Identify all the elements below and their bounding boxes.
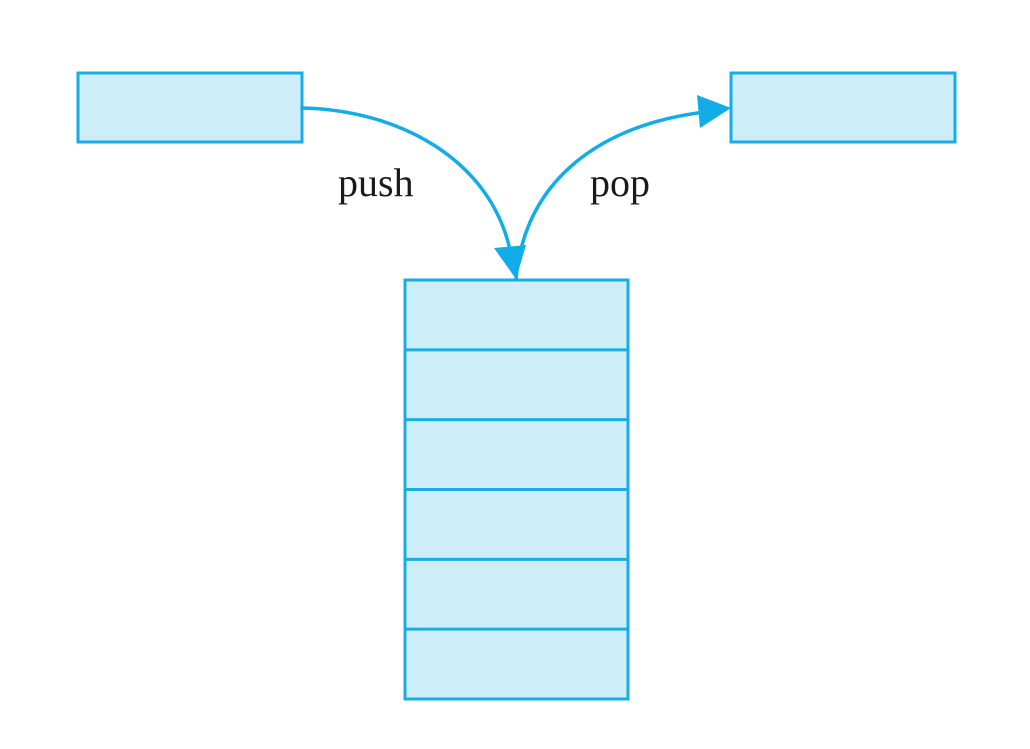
pop-label: pop xyxy=(590,160,650,205)
push-label: push xyxy=(338,160,414,205)
stack-dividers xyxy=(405,348,628,631)
pop-arrow xyxy=(514,95,731,281)
push-arrow xyxy=(300,106,526,279)
pop-arrow-line xyxy=(514,110,707,281)
pop-arrowhead xyxy=(697,95,731,128)
destination-element-box xyxy=(729,71,957,144)
stack xyxy=(403,278,630,701)
source-element-box xyxy=(76,71,304,144)
push-arrow-line xyxy=(300,106,512,252)
